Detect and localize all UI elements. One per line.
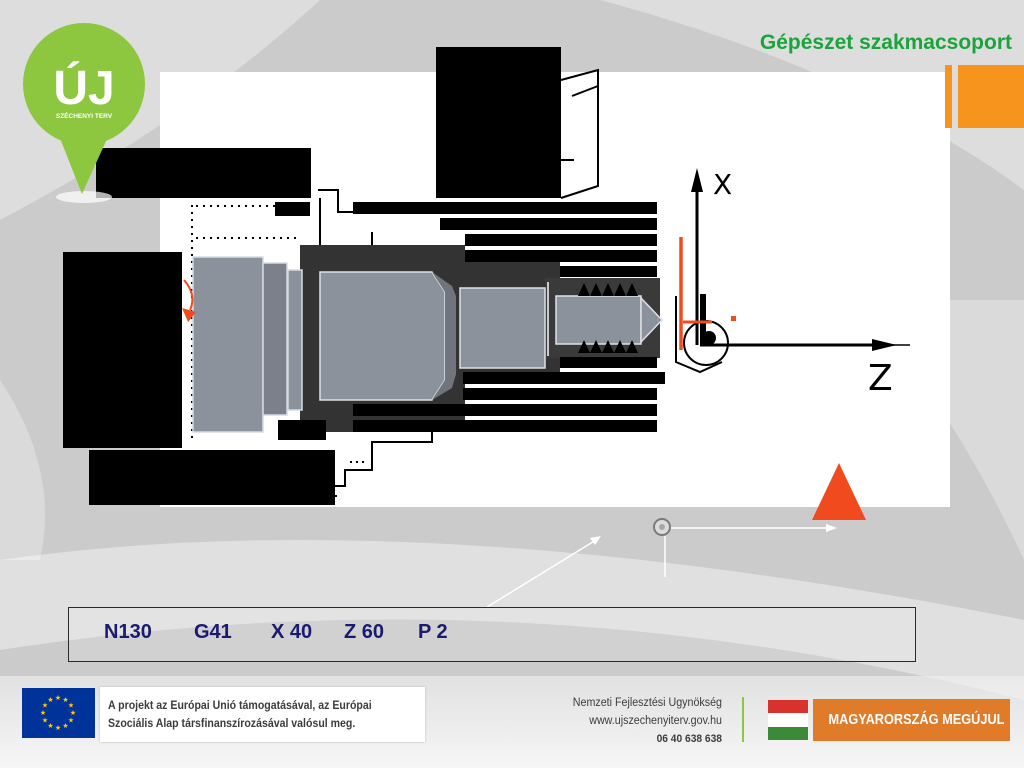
background-swoosh — [600, 0, 1024, 190]
origin-arrowhead — [826, 524, 837, 532]
eu-funding-line: A projekt az Európai Unió támogatásával,… — [108, 698, 372, 712]
thread-tooth — [614, 283, 626, 296]
redaction-block — [96, 148, 311, 198]
workpiece-shoulder — [432, 272, 456, 400]
pointer-arrow-line — [486, 539, 597, 608]
red-triangle-marker — [812, 463, 866, 520]
eu-star-icon: ★ — [47, 696, 53, 704]
tool-holder-outline — [560, 68, 599, 199]
pointer-arrowhead — [590, 536, 601, 545]
eu-flag-stars: ★ ★ ★ ★ ★ ★ ★ ★ ★ ★ ★ ★ — [40, 694, 76, 732]
workpiece-stripe — [463, 388, 657, 400]
background-swoosh — [0, 540, 1024, 700]
x-axis-label: X — [713, 168, 732, 201]
cutting-tool-shank — [700, 294, 706, 344]
eu-star-icon: ★ — [70, 709, 76, 717]
eu-funding-notice: A projekt az Európai Unió támogatásával,… — [100, 687, 425, 742]
chuck-cylinder — [192, 256, 264, 433]
workpiece-stripe — [465, 250, 657, 262]
workpiece-stripe — [353, 202, 657, 214]
agency-website: www.ujszechenyiterv.gov.hu — [589, 715, 722, 727]
thread-tooth — [578, 283, 590, 296]
thread-tooth — [602, 283, 614, 296]
background-swoosh — [860, 300, 1024, 560]
eu-funding-line: Szociális Alap társfinanszírozásával val… — [108, 716, 356, 730]
eu-flag-field — [22, 688, 95, 738]
footer-divider — [742, 697, 744, 742]
accent-bar-thin — [945, 65, 952, 128]
tool-path-point — [731, 316, 736, 321]
workpiece-stripe — [463, 372, 665, 384]
tool-holder-tick — [571, 85, 599, 97]
chuck-red-arrow — [182, 308, 196, 322]
redaction-block — [63, 252, 182, 448]
program-line-box: N130 G41 X 40 Z 60 P 2 — [68, 607, 916, 662]
program-block-number: N130 — [104, 621, 152, 643]
workpiece-stripe — [353, 420, 657, 432]
workpiece-stripe — [560, 266, 657, 277]
agency-name: Nemzeti Fejlesztési Ügynökség — [572, 697, 722, 709]
program-g-code: G41 — [194, 621, 232, 643]
flag-stripe-white — [768, 713, 808, 727]
thread-tooth — [590, 340, 602, 353]
workpiece-stripe — [465, 234, 657, 246]
flag-stripe-red — [768, 700, 808, 714]
workpiece-thread-tip — [640, 296, 664, 344]
page-title: Gépészet szakmacsoport — [759, 31, 1012, 54]
thread-tooth — [578, 340, 590, 353]
chuck-bracket-outline — [318, 189, 353, 213]
workpiece-stripe — [560, 357, 657, 368]
eu-star-icon: ★ — [40, 709, 46, 717]
chuck-ring — [262, 262, 288, 416]
eu-star-icon: ★ — [68, 717, 74, 725]
slogan-banner: MAGYARORSZÁG MEGÚJUL — [813, 699, 1010, 741]
origin-marker-center — [659, 524, 665, 530]
thread-tooth — [602, 340, 614, 353]
redaction-block — [436, 47, 561, 198]
eu-star-icon: ★ — [62, 722, 68, 730]
workpiece-center-block — [459, 287, 546, 369]
thread-teeth — [578, 283, 638, 353]
workpiece-stripe — [353, 404, 657, 416]
chuck-red-arc — [183, 279, 194, 311]
thread-tooth — [614, 340, 626, 353]
workpiece-stripes — [353, 202, 665, 432]
x-axis-arrowhead — [691, 168, 703, 192]
thread-tooth — [626, 283, 638, 296]
accent-bar — [958, 65, 1024, 128]
cutting-tool-outline — [675, 296, 723, 374]
z-axis-arrowhead — [872, 339, 897, 351]
z-axis-label: Z — [868, 358, 893, 399]
background-swoosh — [0, 380, 45, 560]
workpiece-thread-body — [555, 295, 642, 345]
workpiece-stripe — [440, 218, 657, 230]
agency-contact: Nemzeti Fejlesztési Ügynökség www.ujszec… — [480, 694, 722, 748]
slogan-text: MAGYARORSZÁG MEGÚJUL — [828, 711, 1005, 728]
eu-star-icon: ★ — [68, 702, 74, 710]
workpiece-main-block — [319, 271, 446, 401]
hungarian-flag-icon — [768, 700, 808, 740]
eu-star-icon: ★ — [55, 694, 61, 702]
redaction-block — [89, 450, 335, 505]
eu-star-icon: ★ — [42, 702, 48, 710]
eu-star-icon: ★ — [47, 722, 53, 730]
chuck-base-outline — [263, 432, 433, 487]
agency-phone: 06 40 638 638 — [656, 733, 722, 745]
eu-star-icon: ★ — [42, 717, 48, 725]
flag-stripe-green — [768, 726, 808, 740]
thread-tooth — [590, 283, 602, 296]
thread-tooth — [626, 340, 638, 353]
redaction-blocks — [63, 47, 561, 505]
chuck-ring — [287, 269, 303, 411]
eu-star-icon: ★ — [55, 724, 61, 732]
program-z-word: Z 60 — [344, 621, 385, 643]
redaction-block — [278, 420, 326, 440]
program-x-word: X 40 — [271, 621, 313, 643]
redaction-block — [275, 202, 310, 216]
eu-flag-icon: ★ ★ ★ ★ ★ ★ ★ ★ ★ ★ ★ ★ — [22, 688, 95, 738]
eu-star-icon: ★ — [62, 696, 68, 704]
program-p-word: P 2 — [418, 621, 448, 643]
tool-reference-point — [702, 331, 716, 345]
